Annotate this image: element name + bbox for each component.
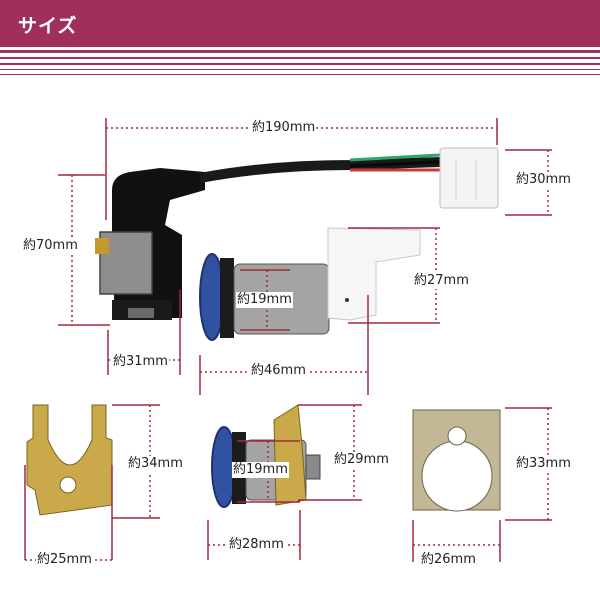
dim-ignition-width: 約31mm: [112, 354, 169, 370]
dim-seat-cylinder-diameter: 約19mm: [232, 462, 289, 478]
header-banner: サイズ: [0, 0, 600, 47]
dim-plate-height: 約33mm: [515, 456, 572, 472]
dim-seat-cylinder-length: 約28mm: [228, 537, 285, 553]
wire-harness-drawing: [199, 147, 499, 209]
dim-plate-width: 約26mm: [420, 552, 477, 568]
seat-lock-cylinder-drawing: [211, 404, 321, 508]
dim-seat-cylinder-height: 約29mm: [333, 452, 390, 468]
dim-ignition-height: 約70mm: [22, 238, 79, 254]
dim-cable-length: 約190mm: [251, 120, 317, 136]
dim-cylinder-length: 約46mm: [250, 363, 307, 379]
dim-bracket-height: 約34mm: [127, 456, 184, 472]
header-title: サイズ: [18, 15, 78, 37]
dim-cylinder-diameter: 約19mm: [236, 292, 293, 308]
lock-plate-drawing: [412, 409, 501, 512]
key-cylinder-drawing: [199, 227, 421, 341]
ignition-switch-drawing: [95, 168, 205, 320]
mount-bracket-drawing: [26, 404, 113, 516]
dim-bracket-width: 約25mm: [36, 552, 93, 568]
dim-cylinder-height: 約27mm: [413, 273, 470, 289]
dim-connector-height: 約30mm: [515, 172, 572, 188]
header-stripes: [0, 50, 600, 80]
